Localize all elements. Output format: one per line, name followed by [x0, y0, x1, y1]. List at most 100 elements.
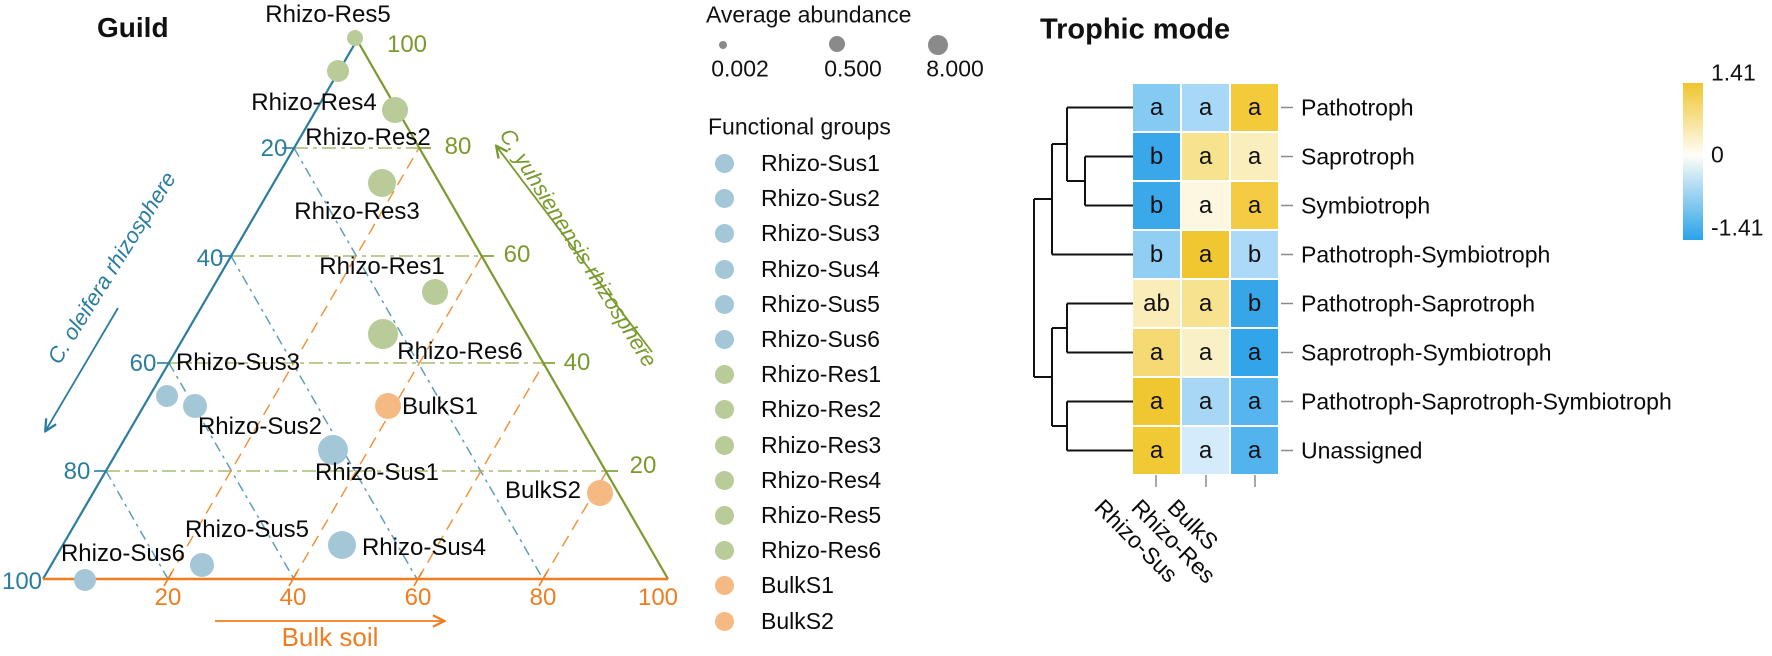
heatmap-row-label: Pathotroph: [1301, 94, 1414, 120]
axis-tick-right: 80: [444, 133, 472, 160]
functional-groups-legend-title: Functional groups: [708, 113, 891, 140]
heatmap-cell-2-2: a: [1231, 182, 1278, 229]
abundance-size-dot: [928, 35, 948, 55]
heatmap-row-label: Pathotroph-Saprotroph-Symbiotroph: [1301, 388, 1672, 414]
legend-item: Rhizo-Res2: [706, 392, 881, 427]
heatmap-cell-4-0: ab: [1133, 280, 1180, 327]
legend-item: Rhizo-Sus4: [706, 252, 881, 287]
point-label: Rhizo-Sus2: [197, 413, 323, 440]
legend-item: Rhizo-Sus5: [706, 287, 881, 322]
legend-dot: [715, 576, 734, 596]
heatmap-row-label: Symbiotroph: [1301, 192, 1431, 218]
point-label: Rhizo-Res2: [305, 124, 431, 151]
heatmap-cell-7-2: a: [1231, 427, 1278, 474]
point-label: BulkS2: [504, 477, 582, 504]
point-label: Rhizo-Res6: [397, 338, 523, 365]
heatmap-dendrogram: [1033, 106, 1133, 452]
heatmap-cell-1-1: a: [1182, 133, 1229, 180]
legend-item-label: BulkS1: [761, 572, 834, 599]
axis-tick-right: 20: [629, 452, 657, 479]
heatmap-cell-3-0: b: [1133, 231, 1180, 278]
sample-point-Rhizo-Res1: [422, 279, 448, 305]
sample-point-Rhizo-Sus5: [190, 553, 214, 577]
legend-item-label: Rhizo-Res1: [761, 361, 882, 388]
gridline-orange: [167, 147, 420, 580]
point-label: BulkS1: [401, 393, 479, 420]
axis-tick-right: 100: [386, 31, 428, 58]
axis-title-bottom: Bulk soil: [281, 622, 379, 652]
legend-dot: [715, 541, 734, 561]
legend-item: Rhizo-Sus3: [706, 216, 881, 251]
heatmap-row-label: Saprotroph: [1301, 143, 1415, 169]
abundance-legend-title: Average abundance: [706, 1, 912, 28]
sample-point-Rhizo-Res5: [347, 30, 363, 46]
heatmap-cell-2-0: b: [1133, 182, 1180, 229]
tick-mark-bottom: [538, 571, 548, 587]
gridline-blue: [230, 255, 418, 580]
ternary-tick-marks: [94, 147, 618, 587]
legend-dot: [715, 470, 734, 490]
sample-point-Rhizo-Sus2: [183, 394, 207, 418]
axis-tick-left: 20: [260, 135, 288, 162]
legend-item: Rhizo-Res6: [706, 533, 881, 568]
colorbar-tick: -1.41: [1711, 214, 1764, 241]
legend-dot: [715, 294, 734, 314]
sample-point-Rhizo-Sus3: [156, 385, 178, 407]
axis-tick-bottom: 20: [154, 584, 182, 611]
heatmap-cell-4-1: a: [1182, 280, 1229, 327]
gridline-orange: [292, 255, 483, 580]
axis-tick-bottom: 40: [279, 584, 307, 611]
gridline-blue: [105, 470, 169, 580]
legend-item-label: BulkS2: [761, 607, 834, 634]
significance-letter: a: [1198, 191, 1213, 219]
significance-letter: a: [1198, 142, 1213, 170]
colorbar-tick: 1.41: [1711, 59, 1756, 86]
legend-item: Rhizo-Res4: [706, 463, 881, 498]
significance-letter: b: [1149, 191, 1164, 219]
axis-tick-right: 40: [563, 349, 591, 376]
triangle-edge: [356, 39, 669, 580]
heatmap-cell-5-1: a: [1182, 329, 1229, 376]
significance-letter: a: [1198, 387, 1213, 415]
legend-dot: [715, 435, 734, 455]
heatmap-cell-3-2: b: [1231, 231, 1278, 278]
legend-item-label: Rhizo-Res6: [761, 537, 882, 564]
sample-point-Rhizo-Sus6: [74, 569, 96, 591]
ternary-gridlines: [105, 147, 608, 580]
axis-tick-bottom: 60: [404, 584, 432, 611]
significance-letter: a: [1198, 240, 1213, 268]
legend-item: BulkS1: [706, 568, 881, 603]
axis-tick-left: 80: [63, 458, 91, 485]
heatmap-cell-2-1: a: [1182, 182, 1229, 229]
legend-item-label: Rhizo-Sus3: [761, 220, 880, 247]
heatmap-colorbar: [1683, 83, 1703, 240]
abundance-size-value: 8.000: [926, 55, 984, 82]
heatmap-row-label: Saprotroph-Symbiotroph: [1301, 339, 1552, 365]
legend-item: Rhizo-Sus1: [706, 146, 881, 181]
axis-tick-left: 60: [129, 350, 157, 377]
heatmap-cell-5-0: a: [1133, 329, 1180, 376]
point-label: Rhizo-Sus1: [314, 459, 440, 486]
abundance-size-dot: [829, 36, 845, 52]
significance-letter: a: [1198, 436, 1213, 464]
tick-mark-bottom: [413, 571, 423, 587]
legend-item-label: Rhizo-Sus2: [761, 185, 880, 212]
heatmap-cell-7-0: a: [1133, 427, 1180, 474]
axis-tick-left: 100: [1, 568, 43, 595]
heatmap-row-label: Pathotroph-Symbiotroph: [1301, 241, 1551, 267]
tick-mark-bottom: [288, 571, 298, 587]
sample-point-Rhizo-Sus1: [318, 435, 348, 465]
legend-dot: [715, 259, 734, 279]
significance-letter: a: [1198, 93, 1213, 121]
legend-item-label: Rhizo-Sus6: [761, 326, 880, 353]
point-label: Rhizo-Res5: [265, 1, 391, 28]
legend-item: Rhizo-Res5: [706, 498, 881, 533]
significance-letter: a: [1247, 93, 1262, 121]
legend-item: BulkS2: [706, 603, 881, 638]
axis-arrow: [497, 147, 653, 353]
heatmap-cell-1-2: a: [1231, 133, 1278, 180]
significance-letter: a: [1149, 338, 1164, 366]
significance-letter: b: [1149, 240, 1164, 268]
